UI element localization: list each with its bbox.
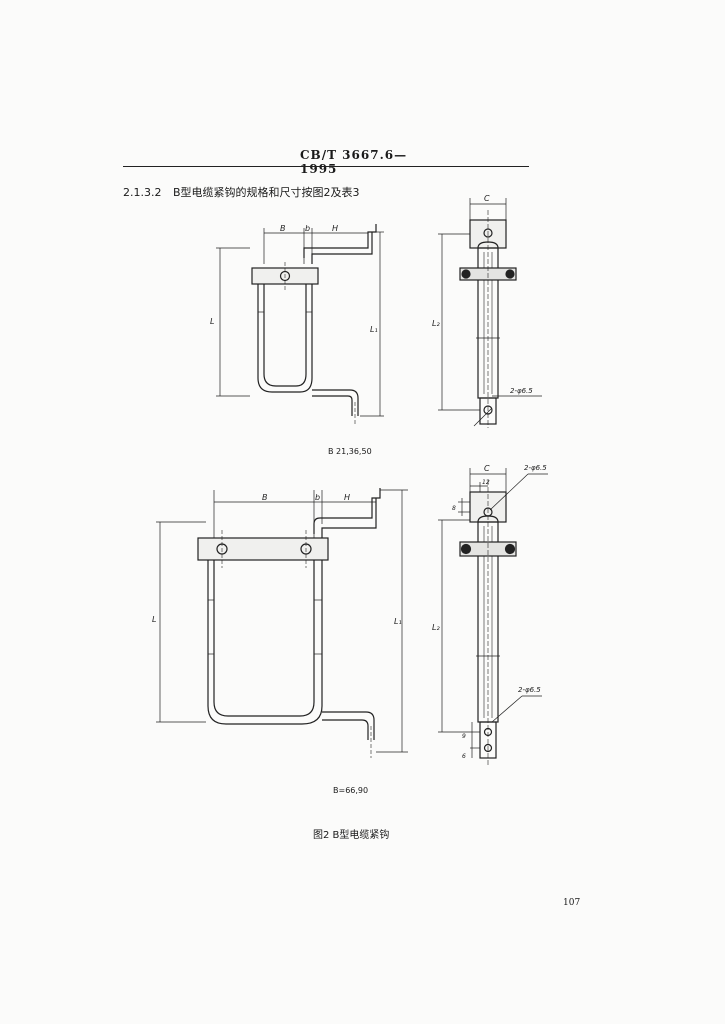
hole-spec-top: 2-φ6.5 bbox=[524, 464, 547, 472]
header-rule bbox=[123, 166, 529, 167]
dim-L: L bbox=[152, 615, 156, 624]
top-figure-caption: B 21,36,50 bbox=[328, 447, 372, 456]
figure-caption: 图2 B型电缆紧钩 bbox=[313, 830, 390, 841]
page-number: 107 bbox=[563, 898, 581, 908]
dim-b: b bbox=[315, 493, 320, 502]
bottom-side-view: C 12 8 2-φ6.5 L₂ 2-φ6.5 9 6 bbox=[432, 464, 548, 766]
dim-L: L bbox=[210, 317, 214, 326]
hole-spec-bottom: 2-φ6.5 bbox=[518, 686, 541, 694]
clause-body: B型电缆紧钩的规格和尺寸按图2及表3 bbox=[172, 186, 360, 199]
dim-8: 8 bbox=[452, 505, 456, 512]
dim-B: B bbox=[262, 493, 268, 502]
clause-number: 2.1.3.2 bbox=[123, 186, 162, 199]
dim-9: 9 bbox=[462, 733, 466, 740]
dim-C: C bbox=[484, 194, 490, 203]
dim-12: 12 bbox=[482, 479, 490, 486]
bottom-figure-caption: B=66,90 bbox=[333, 786, 369, 795]
dim-L1: L₁ bbox=[370, 325, 378, 334]
dim-B: B bbox=[280, 224, 286, 233]
dim-L2: L₂ bbox=[432, 623, 440, 632]
dim-C: C bbox=[484, 464, 490, 473]
standard-number: CB/T 3667.6—1995 bbox=[300, 148, 408, 176]
bottom-front-view: B b H L L₁ bbox=[152, 488, 408, 758]
clause-paragraph: 2.1.3.2 B型电缆紧钩的规格和尺寸按图2及表3 bbox=[123, 184, 360, 200]
dim-6: 6 bbox=[462, 753, 466, 760]
top-side-view: C L₂ 2-φ6.5 bbox=[432, 194, 542, 428]
dim-L1: L₁ bbox=[394, 617, 402, 626]
dim-H: H bbox=[332, 224, 338, 233]
dim-H: H bbox=[344, 493, 350, 502]
dim-b: b bbox=[305, 224, 310, 233]
hole-spec: 2-φ6.5 bbox=[510, 387, 533, 395]
top-front-view: B b H L L₁ bbox=[210, 224, 384, 426]
dim-L2: L₂ bbox=[432, 319, 440, 328]
